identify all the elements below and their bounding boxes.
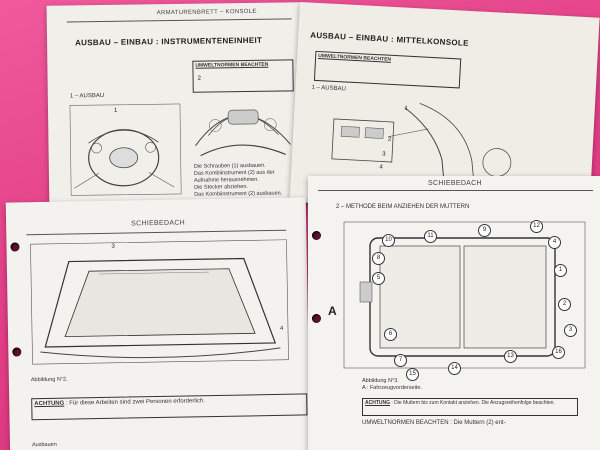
warning-label: UMWELTNORMEN BEACHTEN [318,53,392,63]
step-list: Die Schrauben (1) ausbauen. Das Kombiins… [194,162,294,198]
callout-14: 14 [448,362,461,375]
section-heading: 2 – METHODE BEIM ANZIEHEN DER MUTTERN [336,204,470,210]
manual-page-instrument-unit: ARMATURENBRETT – KONSOLE AUSBAU – EINBAU… [46,2,305,216]
page-title: AUSBAU – EINBAU : INSTRUMENTENEINHEIT [75,35,263,48]
callout-16: 16 [552,346,565,359]
warning-text: Die Muttern bis zum Kontakt anziehen. Di… [394,400,555,406]
callout-7: 7 [394,354,407,367]
callout-4: 4 [279,325,284,332]
callout-2: 2 [558,298,571,311]
divider [26,229,287,236]
callout-9: 9 [478,224,491,237]
callout-1: 1 [113,107,118,114]
step: Das Kombiinstrument (2) aus der Aufnahme… [193,169,275,184]
callout-3: 3 [111,243,115,250]
manual-page-center-console: AUSBAU – EINBAU : MITTELKONSOLE UMWELTNO… [289,2,600,218]
page-title: AUSBAU – EINBAU : MITTELKONSOLE [310,30,469,48]
caption-line: A : Fahrzeugvorderseite. [362,385,422,391]
figure-caption: Abbildung N°2. [30,376,68,384]
callout-12: 12 [530,220,543,233]
callout-10: 10 [382,234,395,247]
callout-3: 3 [381,151,386,158]
section-heading: 1 – AUSBAU [69,92,105,100]
binder-hole [312,314,321,323]
binder-hole [12,347,22,357]
figure-caption: Abbildung N°3. A : Fahrzeugvorderseite. [362,378,422,392]
page-header: SCHIEBEDACH [428,180,482,187]
warning-text: Für diese Arbeiten sind zwei Personen er… [69,398,206,407]
callout-13: 13 [504,350,517,363]
callout-6: 6 [384,328,397,341]
warning-box: ACHTUNG : Für diese Arbeiten sind zwei P… [31,393,308,421]
warning-label: ACHTUNG [34,400,65,408]
warning-box: ACHTUNG : Die Muttern bis zum Kontakt an… [362,398,578,416]
footer-text: UMWELTNORMEN BEACHTEN : Die Muttern (2) … [362,420,506,426]
warning-label: ACHTUNG [365,400,390,406]
warning-box: UMWELTNORMEN BEACHTEN [313,50,462,89]
caption-line: Abbildung N°3. [362,378,399,384]
dashboard-illustration [69,103,182,196]
callout-1: 1 [554,264,567,277]
callout-8: 8 [372,252,385,265]
section-heading: 1 – AUSBAU [311,84,346,93]
callout-2: 2 [197,75,201,82]
instrument-cluster-illustration [195,109,291,157]
callout-4: 4 [379,164,383,171]
callout-1: 1 [404,105,409,112]
console-illustration [331,103,512,197]
binder-hole [10,242,20,252]
vehicle-front-marker: A [328,304,337,318]
callout-15: 15 [406,368,419,381]
sunroof-frame-illustration [30,239,289,365]
callout-11: 11 [424,230,437,243]
callout-3: 3 [564,324,577,337]
footer-text: Ausbauen [31,441,57,449]
callout-5: 5 [372,272,385,285]
divider [318,190,593,191]
binder-hole [312,231,321,240]
manual-page-sunroof-2: SCHIEBEDACH 2 – METHODE BEIM ANZIEHEN DE… [308,176,600,450]
page-header: ARMATURENBRETT – KONSOLE [156,8,257,17]
manual-page-sunroof-1: SCHIEBEDACH 3 4 Abbildung N°2. ACHTUNG :… [5,197,311,450]
callout-2: 2 [387,136,392,143]
divider [66,18,292,23]
page-header: SCHIEBEDACH [131,219,186,228]
callout-4: 4 [548,236,561,249]
